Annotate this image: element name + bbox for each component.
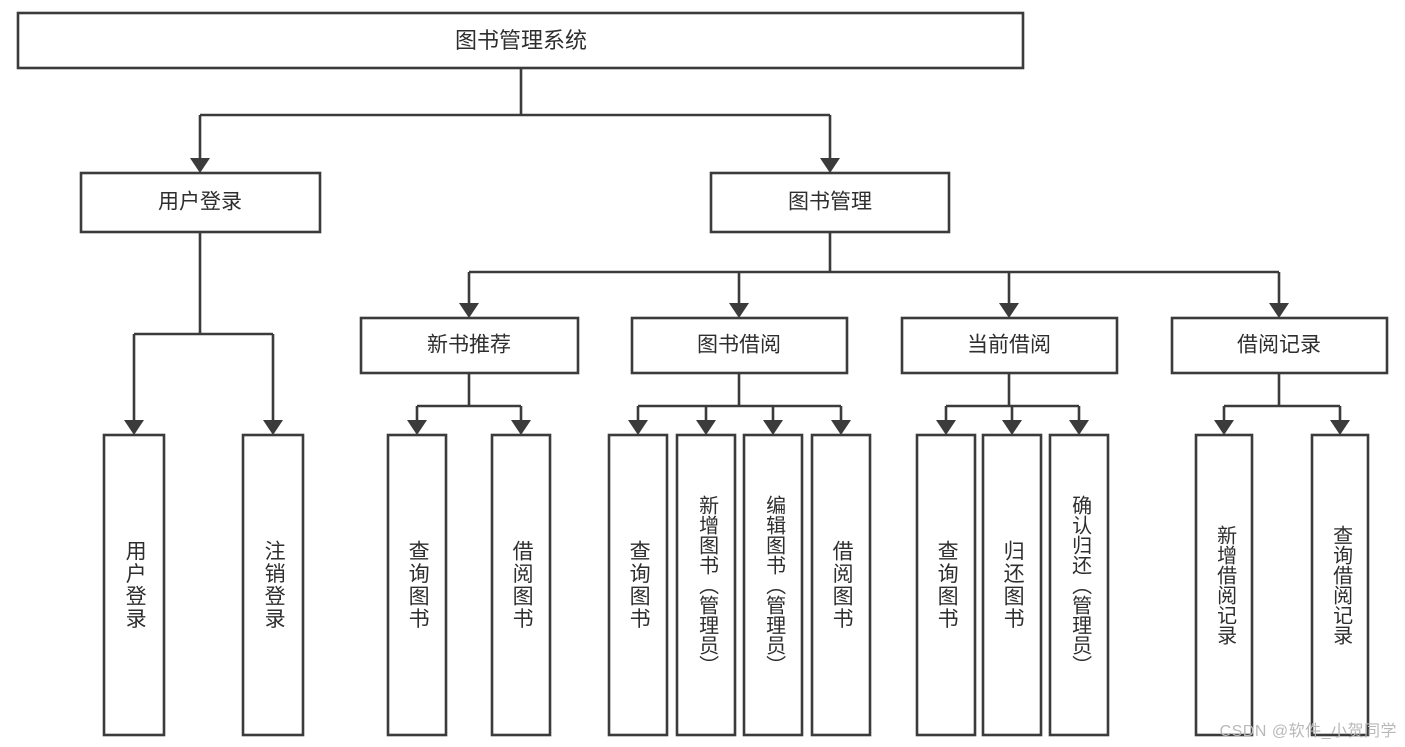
arrow-leaf-borrow-books-rec	[511, 420, 531, 435]
leaf-query-books-rec-box[interactable]	[386, 433, 448, 737]
leaf-boxes	[102, 433, 1370, 737]
arrow-leaf-confirm-return-admin	[1069, 420, 1089, 435]
node-borrow-record-label: 借阅记录	[1237, 334, 1321, 357]
node-user-login-label: 用户登录	[158, 191, 242, 214]
leaf-borrow-books-rec-box[interactable]	[490, 433, 552, 737]
node-root-label: 图书管理系统	[455, 28, 587, 53]
node-new-book-recommend-label: 新书推荐	[427, 334, 511, 357]
node-new-book-recommend[interactable]: 新书推荐	[359, 316, 580, 375]
connectors-current-borrow-to-leaves	[936, 373, 1089, 435]
node-book-borrow-box[interactable]	[630, 316, 849, 375]
leaf-add-book-admin-box[interactable]	[675, 433, 737, 737]
leaf-user-logout-box[interactable]	[241, 433, 305, 737]
node-borrow-record-box[interactable]	[1170, 316, 1389, 375]
node-new-book-recommend-box[interactable]	[359, 316, 580, 375]
arrow-leaf-edit-book-admin	[763, 420, 783, 435]
arrow-leaf-add-borrow-record	[1214, 420, 1234, 435]
connectors-book-borrow-to-leaves	[628, 373, 851, 435]
node-current-borrow[interactable]: 当前借阅	[900, 316, 1119, 375]
arrow-leaf-add-book-admin	[696, 420, 716, 435]
leaf-user-login-box[interactable]	[102, 433, 166, 737]
leaf-query-borrow-record-box[interactable]	[1310, 433, 1370, 737]
leaf-confirm-return-admin-box[interactable]	[1048, 433, 1110, 737]
node-book-borrow-label: 图书借阅	[697, 334, 781, 357]
node-user-login[interactable]: 用户登录	[79, 171, 322, 234]
leaf-borrow-books-box[interactable]	[810, 433, 872, 737]
arrow-leaf-borrow-books	[831, 420, 851, 435]
leaf-edit-book-admin-box[interactable]	[742, 433, 804, 737]
node-book-management-box[interactable]	[709, 171, 951, 234]
connectors-borrow-record-to-leaves	[1214, 373, 1350, 435]
arrow-leaf-return-books	[1002, 420, 1022, 435]
connectors-book-management-to-level3	[459, 232, 1289, 318]
leaf-return-books-box[interactable]	[981, 433, 1043, 737]
leaf-query-books-current-box[interactable]	[915, 433, 977, 737]
node-root[interactable]: 图书管理系统	[16, 11, 1025, 70]
arrow-to-new-book-recommend	[459, 303, 479, 318]
node-borrow-record[interactable]: 借阅记录	[1170, 316, 1389, 375]
arrow-leaf-query-books-rec	[407, 420, 427, 435]
leaf-query-books-borrow-box[interactable]	[607, 433, 669, 737]
arrow-leaf-query-books-borrow	[628, 420, 648, 435]
arrow-to-current-borrow	[999, 303, 1019, 318]
node-user-login-box[interactable]	[79, 171, 322, 234]
leaf-add-borrow-record-box[interactable]	[1194, 433, 1254, 737]
node-book-management[interactable]: 图书管理	[709, 171, 951, 234]
arrow-leaf-user-logout	[263, 420, 283, 435]
connectors-root-to-level2	[190, 68, 840, 173]
arrow-to-borrow-record	[1269, 303, 1289, 318]
node-current-borrow-box[interactable]	[900, 316, 1119, 375]
connectors-user-login-to-leaves	[124, 232, 283, 435]
arrow-leaf-user-login	[124, 420, 144, 435]
connectors-new-book-recommend-to-leaves	[407, 373, 531, 435]
arrow-leaf-query-borrow-record	[1330, 420, 1350, 435]
arrow-to-book-management	[820, 158, 840, 173]
csdn-watermark: CSDN @软件_小贺同学	[1219, 723, 1397, 740]
node-book-management-label: 图书管理	[788, 191, 872, 214]
node-root-box[interactable]	[16, 11, 1025, 70]
arrow-leaf-query-books-current	[936, 420, 956, 435]
arrow-to-user-login	[190, 158, 210, 173]
arrow-to-book-borrow	[729, 303, 749, 318]
node-book-borrow[interactable]: 图书借阅	[630, 316, 849, 375]
node-current-borrow-label: 当前借阅	[967, 334, 1051, 357]
